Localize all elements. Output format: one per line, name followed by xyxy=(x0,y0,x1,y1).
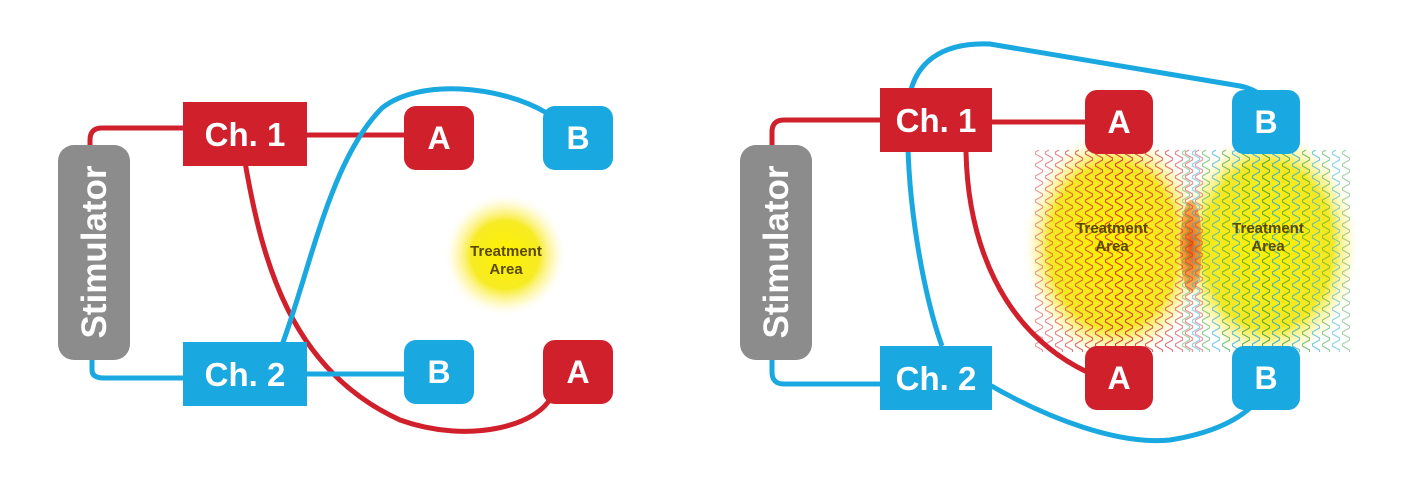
current-wave-line xyxy=(1311,149,1321,352)
left-ch1-label: Ch. 1 xyxy=(205,116,286,153)
right-ch2-box xyxy=(880,346,992,410)
right-red-wire-ch1-a-bottom xyxy=(963,151,1089,375)
right-blue-wire-stim-ch2 xyxy=(769,355,880,387)
right-current-field xyxy=(1034,149,1351,352)
current-wave-line xyxy=(1194,149,1204,352)
right-electrode-a-bottom-label: A xyxy=(1107,360,1130,396)
left-treatment-label-line1: Treatment xyxy=(470,243,542,260)
left-diagram: Stimulator Ch. 1 Ch. 2 A B B A Treatment… xyxy=(58,86,613,434)
left-ch1-box xyxy=(183,102,307,166)
left-red-wire-stim-ch1 xyxy=(87,125,185,160)
left-electrode-b-bottom xyxy=(404,340,474,404)
current-wave-line xyxy=(1184,149,1194,352)
left-electrode-a-top xyxy=(404,106,474,170)
current-wave-line xyxy=(1271,149,1281,352)
current-wave-line xyxy=(1181,149,1191,352)
left-stimulator xyxy=(58,145,130,360)
current-wave-line xyxy=(1201,149,1211,352)
right-electrode-b-bottom-label: B xyxy=(1254,360,1277,396)
current-wave-line xyxy=(1191,149,1201,352)
left-electrode-b-bottom-label: B xyxy=(427,354,450,390)
left-blue-wire-stim-ch2 xyxy=(89,355,185,381)
current-wave-line xyxy=(1074,149,1084,352)
current-wave-line xyxy=(1251,149,1261,352)
right-treatment-overlap xyxy=(1180,200,1202,292)
left-treatment-label-line2: Area xyxy=(489,261,523,278)
right-treatment-left-label-line2: Area xyxy=(1095,238,1129,255)
current-wave-line xyxy=(1291,149,1301,352)
current-wave-line xyxy=(1054,149,1064,352)
current-wave-line xyxy=(1321,149,1331,352)
current-wave-line xyxy=(1174,149,1184,352)
right-electrode-a-bottom xyxy=(1085,346,1153,410)
right-diagram: Stimulator Ch. 1 Ch. 2 A B A B Treatment… xyxy=(740,41,1360,444)
left-electrode-b-top-label: B xyxy=(566,120,589,156)
right-electrode-b-bottom xyxy=(1232,346,1300,410)
right-blue-wire-ch2-b-bottom xyxy=(986,381,1260,444)
current-wave-line xyxy=(1094,149,1104,352)
current-wave-line xyxy=(1341,149,1351,352)
right-electrode-b-top-label: B xyxy=(1254,104,1277,140)
current-wave-line xyxy=(1114,149,1124,352)
right-electrode-a-top-label: A xyxy=(1107,104,1130,140)
right-stimulator-label: Stimulator xyxy=(757,165,796,338)
current-wave-line xyxy=(1124,149,1134,352)
current-wave-line xyxy=(1034,149,1044,352)
right-treatment-left-label-line1: Treatment xyxy=(1076,220,1148,237)
current-wave-line xyxy=(1064,149,1074,352)
current-wave-line xyxy=(1231,149,1241,352)
current-wave-line xyxy=(1134,149,1144,352)
right-blue-wire-ch2-b-top xyxy=(905,41,1269,347)
right-red-wire-stim-ch1 xyxy=(769,117,880,160)
left-ch2-label: Ch. 2 xyxy=(205,356,286,393)
left-stimulator-label: Stimulator xyxy=(75,165,114,338)
current-wave-line xyxy=(1241,149,1251,352)
current-wave-line xyxy=(1281,149,1291,352)
right-treatment-right-label-line2: Area xyxy=(1251,238,1285,255)
current-wave-line xyxy=(1301,149,1311,352)
left-blue-wire-ch2-b-top xyxy=(279,86,547,346)
left-electrode-a-top-label: A xyxy=(427,120,450,156)
current-wave-line xyxy=(1261,149,1271,352)
current-wave-line xyxy=(1144,149,1154,352)
left-ch2-box xyxy=(183,342,307,406)
left-treatment-area xyxy=(443,193,567,317)
current-wave-line xyxy=(1221,149,1231,352)
right-stimulator xyxy=(740,145,812,360)
right-treatment-right-label-line1: Treatment xyxy=(1232,220,1304,237)
left-electrode-b-top xyxy=(543,106,613,170)
left-red-wire-ch1-a-bottom xyxy=(242,161,555,434)
current-wave-line xyxy=(1154,149,1164,352)
right-electrode-b-top xyxy=(1232,90,1300,154)
right-electrode-a-top xyxy=(1085,90,1153,154)
right-ch2-label: Ch. 2 xyxy=(896,360,977,397)
current-wave-line xyxy=(1211,149,1221,352)
current-wave-line xyxy=(1084,149,1094,352)
current-wave-line xyxy=(1104,149,1114,352)
current-wave-line xyxy=(1331,149,1341,352)
current-wave-line xyxy=(1044,149,1054,352)
current-wave-line xyxy=(1164,149,1174,352)
right-ch1-box xyxy=(880,88,992,152)
left-electrode-a-bottom-label: A xyxy=(566,354,589,390)
left-electrode-a-bottom xyxy=(543,340,613,404)
right-ch1-label: Ch. 1 xyxy=(896,102,977,139)
